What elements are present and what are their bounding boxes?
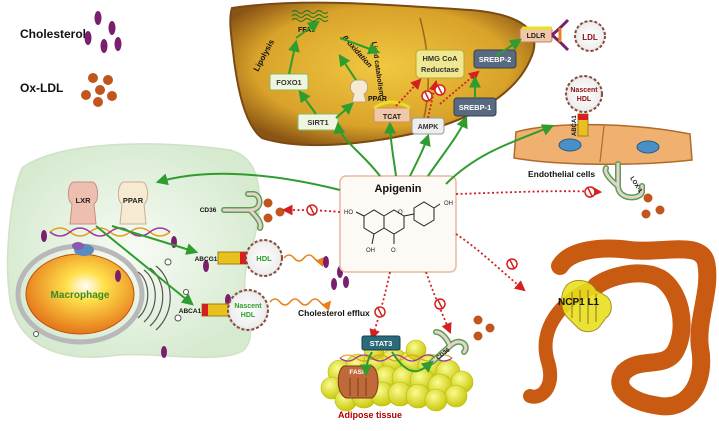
endo-nucleus-1 bbox=[558, 138, 582, 152]
ampk-label: AMPK bbox=[418, 124, 439, 131]
srebp2-label: SREBP-2 bbox=[479, 55, 512, 64]
legend-ox-ldl-label: Ox-LDL bbox=[20, 81, 63, 95]
endo-nascent-hdl-particle bbox=[565, 75, 603, 113]
abcg1-label: ABCG1 bbox=[195, 256, 218, 263]
o-ring: O bbox=[398, 210, 403, 216]
mac-nascent-hdl-particle bbox=[227, 289, 269, 331]
legend: Cholesterol Ox-LDL bbox=[20, 11, 122, 107]
adipose-activation-arrows bbox=[360, 351, 434, 377]
npc1l1-label: NCP1 L1 bbox=[558, 297, 600, 308]
oh-left: HO bbox=[344, 210, 353, 216]
liver-ppar-label: PPAR bbox=[368, 96, 387, 103]
vesicles-icon bbox=[33, 258, 189, 337]
lxr-receptor-icon bbox=[67, 181, 99, 225]
mac-activation-arrows bbox=[95, 225, 199, 306]
macrophage-cell bbox=[6, 143, 261, 359]
ldl-particle bbox=[574, 20, 606, 52]
macrophage-label: Macrophage bbox=[51, 290, 110, 301]
colon-shape bbox=[551, 239, 717, 416]
mac-ppar-label: PPAR bbox=[123, 196, 144, 205]
mac-ppar-receptor-icon bbox=[117, 181, 149, 225]
hdl-particle bbox=[245, 239, 283, 277]
legend-cholesterol-label: Cholesterol bbox=[20, 27, 86, 41]
dna-strand-icon bbox=[49, 227, 171, 237]
cholesterol-icon bbox=[84, 11, 122, 53]
adipose-cd36-receptor-icon bbox=[429, 329, 469, 365]
ppar-receptor-icon bbox=[349, 79, 369, 103]
inhibition-symbol-icon bbox=[421, 84, 446, 102]
endothelial-cells: Nascent HDL ABCA1 LOX-1 Endothelial cell… bbox=[513, 75, 693, 219]
macrophage: LXR PPAR Macrophage bbox=[6, 143, 370, 359]
ox-ldl-icon bbox=[81, 73, 117, 107]
ldl-receptor-group: LDLR LDL bbox=[495, 18, 606, 57]
lxr-label: LXR bbox=[76, 196, 92, 205]
liver-activation-arrows bbox=[288, 20, 381, 119]
ldlr-receptor-icon bbox=[551, 18, 570, 52]
endothelial-cells-label: Endothelial cells bbox=[528, 169, 595, 179]
endo-nucleus-2 bbox=[636, 140, 660, 154]
endo-nascent-hdl-line2: HDL bbox=[577, 96, 592, 103]
npc1l1-transporter-icon bbox=[561, 280, 612, 333]
inhibition-markers bbox=[306, 186, 596, 318]
hmg-coa-line2: Reductase bbox=[421, 65, 459, 74]
foxo1-label: FOXO1 bbox=[276, 78, 301, 87]
oh-top: OH bbox=[444, 201, 453, 207]
apigenin-structure-icon bbox=[355, 201, 441, 245]
endo-ox-ldl-particles bbox=[641, 193, 665, 219]
mac-abca1-transporter-icon bbox=[201, 303, 233, 317]
mac-ox-ldl-particles bbox=[263, 198, 285, 223]
apigenin-activation-arrows bbox=[155, 115, 555, 191]
endo-abca1-transporter-icon bbox=[577, 113, 589, 137]
mac-nascent-hdl-line2: HDL bbox=[241, 312, 256, 319]
hmg-coa-reductase-node bbox=[415, 49, 465, 79]
abcg1-transporter-icon bbox=[217, 251, 247, 265]
ldl-label: LDL bbox=[582, 33, 598, 42]
srebp2-node bbox=[473, 49, 517, 69]
adipose-ox-ldl-particles bbox=[473, 315, 495, 341]
endo-nascent-hdl-line1: Nascent bbox=[570, 87, 598, 94]
endothelial-cell-layer bbox=[513, 123, 693, 166]
fasn-label: FASN bbox=[349, 369, 367, 376]
ribosome-icon bbox=[72, 242, 94, 256]
tcat-label: TCAT bbox=[383, 114, 402, 121]
srebp1-label: SREBP-1 bbox=[459, 103, 492, 112]
apigenin-panel bbox=[339, 175, 457, 273]
mac-cholesterol-particles bbox=[41, 230, 231, 358]
lox1-receptor-icon bbox=[602, 161, 645, 201]
stat3-node bbox=[361, 335, 401, 351]
liver: FFAs Lipolysis β-oxidation Lipid catabol… bbox=[229, 1, 536, 147]
mac-cd36-label: CD36 bbox=[200, 207, 217, 214]
stat3-label: STAT3 bbox=[370, 339, 393, 348]
hmg-coa-line1: HMG CoA bbox=[423, 54, 459, 63]
apigenin-title: Apigenin bbox=[374, 183, 421, 195]
sirt1-label: SIRT1 bbox=[307, 118, 328, 127]
o-keto: O bbox=[391, 248, 396, 254]
efflux-arrows bbox=[269, 254, 332, 311]
mac-abca1-label: ABCA1 bbox=[179, 308, 202, 315]
oh-bottom: OH bbox=[366, 248, 375, 254]
cholesterol-efflux-label: Cholesterol efflux bbox=[298, 308, 370, 318]
adipose-tissue: STAT3 FASN CD36 Adipose tissue bbox=[320, 315, 495, 420]
endo-abca1-label: ABCA1 bbox=[572, 115, 578, 136]
adipose-tissue-label: Adipose tissue bbox=[338, 410, 402, 420]
ldlr-label: LDLR bbox=[527, 33, 546, 40]
mac-cd36-receptor-icon bbox=[221, 191, 264, 231]
hdl-label: HDL bbox=[256, 254, 272, 263]
intestine: NCP1 L1 bbox=[523, 239, 717, 416]
mac-nascent-hdl-line1: Nascent bbox=[234, 303, 262, 310]
ffa-chains-icon bbox=[291, 9, 329, 23]
apigenin-box: Apigenin OH HO OH O O bbox=[339, 175, 457, 273]
